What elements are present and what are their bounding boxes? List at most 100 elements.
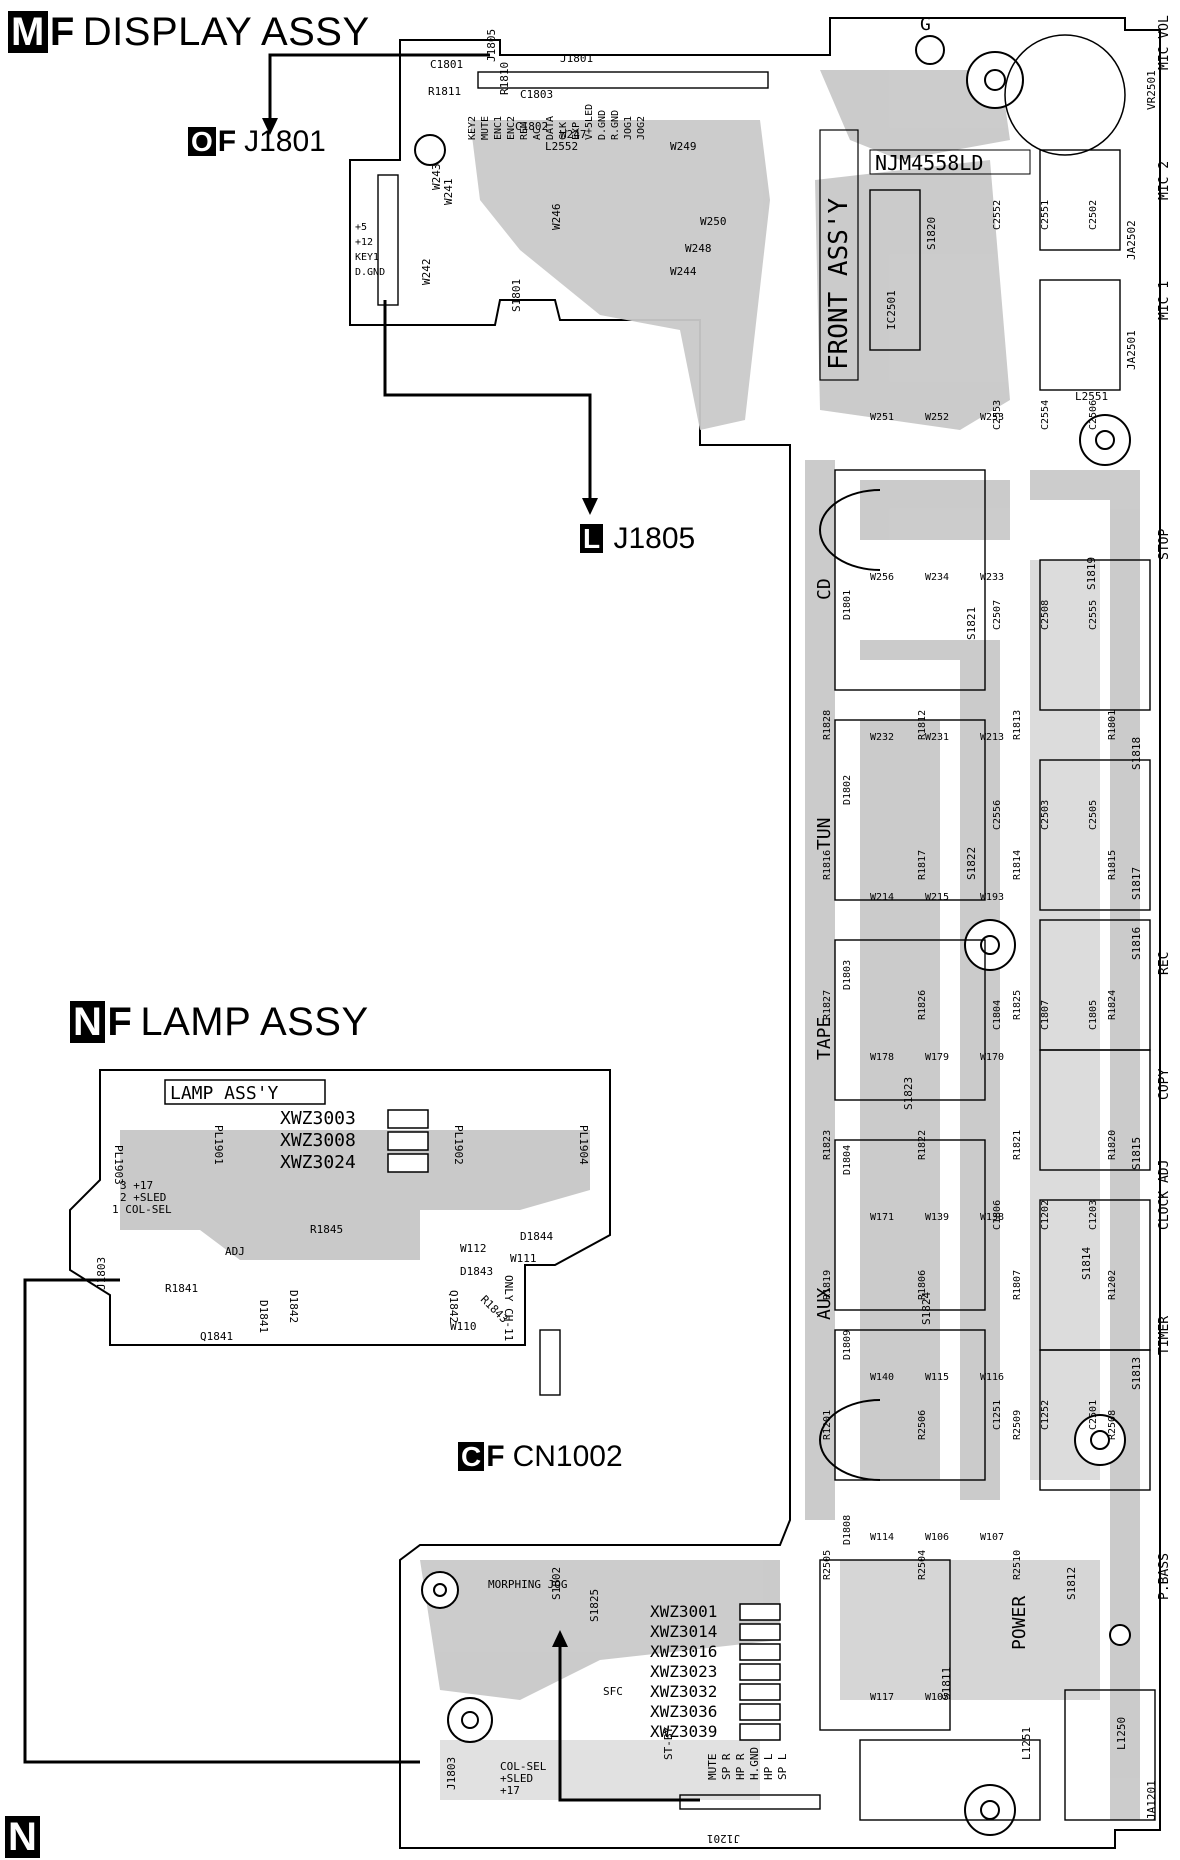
diode-label: D1802 bbox=[842, 775, 853, 805]
lamp-text: 3 +17 bbox=[120, 1179, 153, 1192]
capacitor-label: C2501 bbox=[1088, 1400, 1099, 1430]
misc-label: L2551 bbox=[1075, 390, 1108, 403]
wire-label: W117 bbox=[870, 1692, 894, 1703]
resistor-label: R1807 bbox=[1012, 1270, 1023, 1300]
display-board-outline bbox=[349, 17, 1161, 1849]
capacitor-label: C2506 bbox=[1088, 400, 1099, 430]
capacitor-label: C2508 bbox=[1040, 600, 1051, 630]
wire-label: W105 bbox=[925, 1692, 949, 1703]
wire-label: W256 bbox=[870, 572, 894, 583]
lamp-ref: W111 bbox=[510, 1252, 537, 1265]
resistor-label: R1823 bbox=[822, 1130, 833, 1160]
display-pin: D.GND bbox=[355, 267, 385, 278]
side-label: STOP bbox=[1157, 529, 1172, 560]
switch-label: S1819 bbox=[1085, 557, 1098, 590]
resistor-label: R1826 bbox=[917, 990, 928, 1020]
lamp-part-label: XWZ3024 bbox=[280, 1152, 356, 1173]
wire-label: W178 bbox=[870, 1052, 894, 1063]
display-ref: W246 bbox=[550, 204, 563, 231]
tag-n: N bbox=[70, 1001, 106, 1043]
display-pin: REM bbox=[519, 122, 530, 140]
display-pin: JOG1 bbox=[623, 116, 634, 140]
wire-label: W231 bbox=[925, 732, 949, 743]
bottom-text: J1803 bbox=[445, 1757, 458, 1790]
resistor-label: R1813 bbox=[1012, 710, 1023, 740]
switch-label: S1801 bbox=[510, 279, 523, 312]
function-label: TAPE bbox=[814, 1017, 835, 1060]
wire-label: W193 bbox=[980, 892, 1004, 903]
front-assy-label: FRONT ASS'Y bbox=[824, 197, 854, 370]
section-n-bottom: N bbox=[5, 1815, 42, 1860]
bottom-text: SP L bbox=[776, 1753, 789, 1780]
capacitor-label: C2552 bbox=[992, 200, 1003, 230]
wire-label: W253 bbox=[980, 412, 1004, 423]
capacitor-label: C2555 bbox=[1088, 600, 1099, 630]
display-pin: DATA bbox=[545, 116, 556, 140]
display-pin: JOG2 bbox=[636, 116, 647, 140]
bottom-part-label: XWZ3023 bbox=[650, 1662, 717, 1681]
capacitor-label: C2554 bbox=[1040, 400, 1051, 430]
lamp-lightpipe-aux bbox=[819, 1399, 881, 1481]
lamp-ref: J1803 bbox=[95, 1257, 108, 1290]
diode-label: D1809 bbox=[842, 1330, 853, 1360]
front-label-box bbox=[819, 129, 859, 381]
bottom-text: MORPHING JOG bbox=[488, 1578, 567, 1591]
display-pin: +12 bbox=[355, 237, 373, 248]
capacitor-label: C1805 bbox=[1088, 1000, 1099, 1030]
switch-label: S1818 bbox=[1130, 737, 1143, 770]
resistor-label: R1828 bbox=[822, 710, 833, 740]
display-ref: C1803 bbox=[520, 88, 553, 101]
function-label: AUX bbox=[814, 1287, 835, 1320]
lamp-ref: PL1904 bbox=[577, 1125, 590, 1165]
switch-label: S1817 bbox=[1130, 867, 1143, 900]
resistor-label: R2508 bbox=[1107, 1410, 1118, 1440]
wire-label: W233 bbox=[980, 572, 1004, 583]
bottom-text: ST-BY bbox=[662, 1727, 675, 1760]
display-ref: C1801 bbox=[430, 58, 463, 71]
display-ref: W249 bbox=[670, 140, 697, 153]
display-ref: W242 bbox=[420, 259, 433, 286]
capacitor-label: C2553 bbox=[992, 400, 1003, 430]
display-pin: ENC2 bbox=[506, 116, 517, 140]
switch-label: S1802 bbox=[550, 1567, 563, 1600]
diode-label: D1803 bbox=[842, 960, 853, 990]
switch-label: S1813 bbox=[1130, 1357, 1143, 1390]
mic-vol-knob bbox=[1004, 34, 1126, 156]
resistor-label: R2506 bbox=[917, 1410, 928, 1440]
copper-traces bbox=[420, 70, 1140, 1820]
display-ref: R1810 bbox=[498, 62, 511, 95]
capacitor-label: C2503 bbox=[1040, 800, 1051, 830]
display-ref: L2552 bbox=[545, 140, 578, 153]
bottom-part-label: XWZ3001 bbox=[650, 1602, 717, 1621]
wire-label: W114 bbox=[870, 1532, 894, 1543]
ic-label-box bbox=[869, 149, 1031, 175]
lamp-lightpipe-cd bbox=[819, 489, 881, 571]
bottom-part-label: XWZ3036 bbox=[650, 1702, 717, 1721]
lamp-ref: D1841 bbox=[257, 1300, 270, 1333]
capacitor-label: C1804 bbox=[992, 1000, 1003, 1030]
wire-label: W106 bbox=[925, 1532, 949, 1543]
lamp-part-boxes bbox=[387, 1109, 429, 1173]
resistor-label: R1821 bbox=[1012, 1130, 1023, 1160]
misc-label: JA2502 bbox=[1125, 220, 1138, 260]
display-ref: W247 bbox=[560, 128, 587, 141]
connector-j1805-label: L J1805 bbox=[580, 522, 695, 556]
lamp-ref: Q1842 bbox=[447, 1290, 460, 1323]
function-label: TUN bbox=[814, 817, 835, 850]
display-pin: KEY2 bbox=[467, 116, 478, 140]
bottom-text: SP R bbox=[720, 1753, 733, 1780]
side-label: TIMER bbox=[1157, 1316, 1172, 1355]
capacitor-label: C2556 bbox=[992, 800, 1003, 830]
bottom-text: +17 bbox=[500, 1784, 520, 1797]
leader-lines bbox=[23, 53, 700, 1802]
resistor-label: R1806 bbox=[917, 1270, 928, 1300]
switch-label: S1816 bbox=[1130, 927, 1143, 960]
resistor-label: R1814 bbox=[1012, 850, 1023, 880]
side-label: P.BASS bbox=[1157, 1553, 1172, 1600]
display-ref: J1805 bbox=[485, 29, 498, 62]
display-pin: CLK bbox=[558, 122, 569, 140]
display-ref: W244 bbox=[670, 265, 697, 278]
function-label: CD bbox=[814, 578, 835, 600]
lamp-ref: D1844 bbox=[520, 1230, 553, 1243]
